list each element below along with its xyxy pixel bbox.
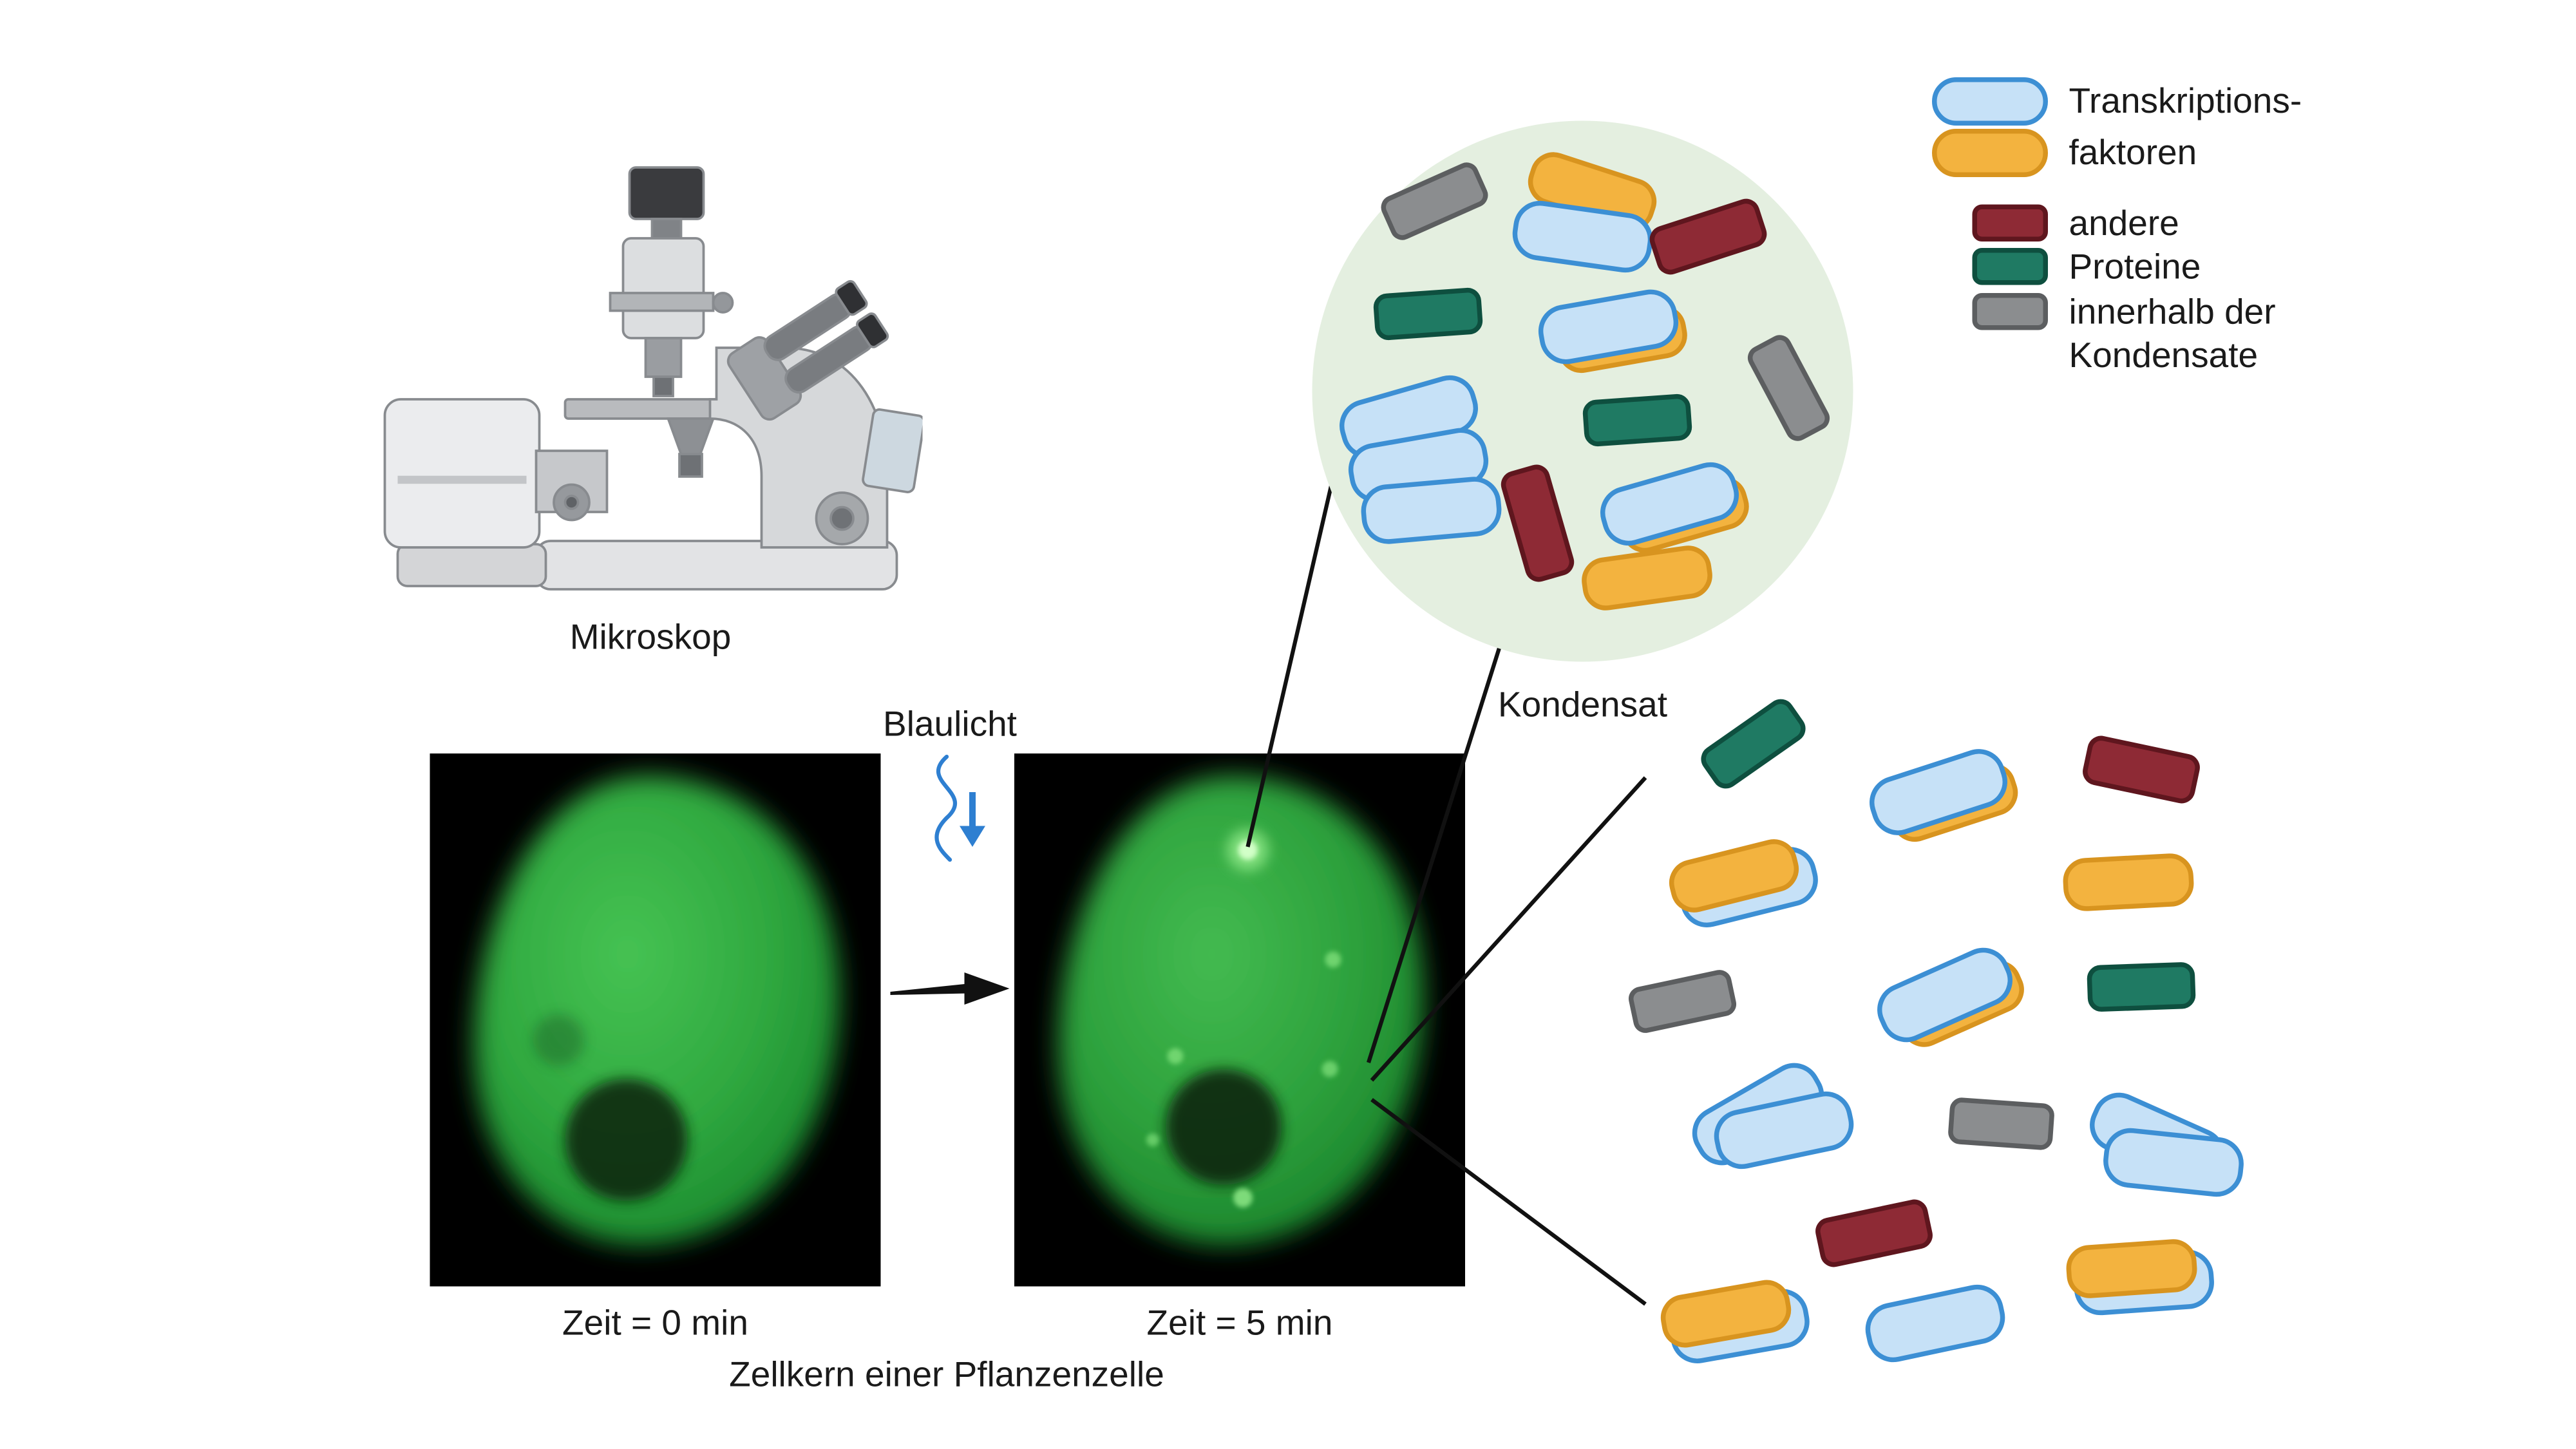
micrograph-after-caption: Zeit = 5 min [1146, 1302, 1333, 1343]
blue-light-wave-icon [934, 754, 985, 862]
nucleus-blob [1058, 775, 1424, 1245]
protein-tf-pair [1866, 743, 2021, 849]
legend-swatch-tf-blue [1932, 77, 2048, 126]
legend-label-tf-line1: Transkriptions- [2069, 80, 2302, 122]
nucleolus [1166, 1069, 1282, 1185]
legend-label-other-line1: andere [2069, 203, 2179, 243]
protein-tf-pair [2067, 1239, 2213, 1315]
protein-tf-pair [1667, 833, 1821, 932]
legend-item-tf-blue: Transkriptions- [1926, 77, 2302, 126]
legend-item-red: andere [1926, 203, 2302, 243]
legend-label-other-line4: Kondensate [2069, 334, 2259, 375]
microscope-camera [628, 166, 705, 220]
legend-swatch-teal [1972, 249, 2048, 286]
legend-label-tf-line2: faktoren [2069, 132, 2197, 173]
condensate-zoom [1312, 120, 1853, 662]
micrograph-before-caption: Zeit = 0 min [562, 1302, 748, 1343]
protein-other-gray [1629, 971, 1736, 1032]
protein-orange-pill [2065, 855, 2193, 909]
protein-other-teal [1375, 289, 1481, 338]
microscope-objective [678, 453, 703, 478]
microscope-eyepieces [726, 279, 889, 421]
transition-arrow-icon [890, 972, 1010, 1005]
legend-item-tf-orange: faktoren [1926, 129, 2302, 177]
microscope-lamp-housing [383, 398, 541, 549]
nucleus-blob [474, 775, 840, 1245]
condensate-label: Kondensat [1497, 684, 1667, 725]
microscope-illumination-tower [621, 237, 705, 339]
legend-label-other-line2: Proteine [2069, 247, 2201, 287]
dispersed-proteins [1610, 692, 2286, 1385]
legend-spacer [1926, 180, 2302, 203]
protein-tf-pair [1660, 1276, 1810, 1366]
microscope-screen [862, 408, 923, 493]
protein-blue-pill [2103, 1128, 2244, 1197]
microscope-label: Mikroskop [569, 616, 732, 658]
protein-other-gray [1950, 1099, 2052, 1148]
legend-item-gray: innerhalb der [1926, 290, 2302, 331]
legend-item-kondensate: Kondensate [1926, 335, 2302, 375]
protein-other-red [1816, 1200, 1933, 1267]
micrograph-before [430, 753, 881, 1287]
condensate-spots [1146, 829, 1341, 1208]
protein-tf-pair [1872, 940, 2029, 1057]
protein-other-teal [1584, 395, 1690, 444]
legend: Transkriptions- faktoren andere Proteine… [1926, 77, 2302, 379]
nucleolus [565, 1079, 688, 1201]
legend-swatch-tf-orange [1932, 129, 2048, 177]
legend-item-teal: Proteine [1926, 247, 2302, 287]
protein-other-teal [1699, 697, 1807, 790]
microscope-illustration [383, 166, 923, 591]
blue-light-label: Blaulicht [883, 703, 1017, 744]
protein-other-teal [2089, 964, 2193, 1010]
legend-swatch-gray [1972, 292, 2048, 330]
protein-other-red [2083, 736, 2200, 803]
legend-swatch-red [1972, 204, 2048, 242]
protein-blue-pill [1361, 477, 1501, 544]
protein-blue-pill [1863, 1283, 2007, 1365]
legend-label-other-line3: innerhalb der [2069, 290, 2276, 331]
micrograph-after [1014, 753, 1465, 1287]
micrographs-caption: Zellkern einer Pflanzenzelle [729, 1354, 1164, 1395]
